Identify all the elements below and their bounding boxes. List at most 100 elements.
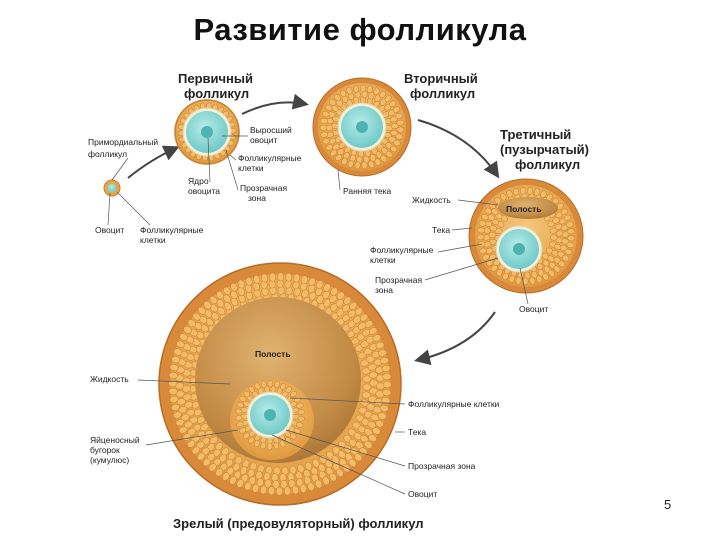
primary-title-2: фолликул [184,86,249,101]
follicular-cell [170,403,180,411]
follicular-cell [216,299,225,308]
follicular-cell [553,265,561,273]
follicular-cell [502,272,509,281]
follicular-cell [320,117,328,124]
follicular-cell [309,291,317,301]
follicular-cell [390,145,398,153]
follicular-cell [484,207,492,215]
follicular-cell [346,86,353,95]
follicular-cell [362,383,372,391]
follicular-cell [322,476,330,486]
follicular-cell [347,309,356,318]
follicular-cell [236,479,244,488]
cumulus-cell [254,440,260,448]
follicular-cell [381,397,391,404]
primary-nucleus-1: Ядро [188,176,209,186]
cumulus-cell [273,442,280,450]
follicular-cell [230,290,238,300]
mature-cavity-label: Полость [255,349,291,359]
mature-oocyte-nucleus [264,409,276,421]
follicular-cell [348,458,357,467]
follicular-cell [395,112,403,120]
follicular-cell [168,371,178,379]
follicular-cell [567,235,576,242]
follicular-cell [513,187,520,196]
follicular-cell [334,93,341,101]
follicular-cell [275,486,283,496]
follicular-cell [533,188,540,196]
primary-grown-oocyte-2: овоцит [250,135,277,145]
cumulus-cell [280,382,286,390]
secondary-follicle [312,77,412,177]
follicular-cell [245,277,253,286]
tertiary-cavity [498,197,558,219]
follicular-cell [222,472,230,481]
tertiary-follicular-1: Фолликулярные [370,245,434,255]
arrow-primordial-to-primary [127,145,180,179]
follicular-cell [494,197,501,205]
follicular-cell [343,296,352,305]
follicular-cell [297,464,305,473]
follicular-cell [300,275,308,285]
primordial-label-line2: фолликул [88,149,127,159]
follicular-cell [168,387,178,395]
follicular-cell [361,161,368,170]
follicular-cell [342,304,350,313]
follicular-cell [175,419,185,427]
cumulus-cell [236,402,244,408]
cumulus-cell [254,382,261,390]
follicular-cell [336,291,345,300]
cumulus-cell [273,380,280,388]
follicular-cell [364,320,374,328]
secondary-theca-label: Ранняя тека [343,186,392,196]
follicular-cell [382,373,392,381]
follicular-cell [489,225,497,232]
mature-cumulus-3: (кумулюс) [90,455,129,465]
follicular-cell [359,313,369,322]
mature-title: Зрелый (предовуляторный) фолликул [173,516,424,531]
cumulus-cell [289,432,297,440]
primary-title-1: Первичный [178,71,253,86]
follicular-cell [335,154,342,162]
follicular-cell [478,220,487,227]
primary-oocyte-nucleus [201,126,213,138]
mature-cumulus-1: Яйценосный [90,435,140,445]
follicular-cell [186,440,196,448]
follicular-cell [337,450,346,459]
primordial-oocyte-label: Овоцит [95,225,124,235]
follicular-cell [305,461,313,471]
primary-zona-2: зона [248,193,266,203]
arrow-secondary-to-tertiary [417,119,500,179]
follicular-cell [547,255,555,263]
follicular-cell [335,299,344,308]
mature-zona-label: Прозрачная зона [408,461,476,471]
follicular-cell [372,427,381,435]
follicular-cell [527,187,533,195]
follicular-cell [209,295,218,305]
follicular-cell [330,287,338,296]
follicular-cell [481,213,489,221]
follicular-cell [354,453,363,462]
follicular-cell [315,479,323,489]
follicular-cell [269,272,277,282]
primary-zona-1: Прозрачная [240,183,287,193]
cumulus-cell [235,415,243,421]
follicular-cell [360,84,366,93]
arrow-primary-to-secondary [241,93,309,115]
follicular-cell [223,294,231,303]
follicular-cell [261,273,269,283]
follicular-cell [329,472,337,482]
mature-theca-label: Тека [408,427,426,437]
follicular-cell [322,138,330,145]
follicular-cell [283,486,291,496]
page-title: Развитие фолликула [193,12,527,47]
cumulus-cell [266,442,273,451]
tertiary-oocyte-label: Овоцит [519,304,548,314]
mature-fluid-label: Жидкость [90,374,129,384]
follicular-cell [368,327,378,335]
follicular-cell [368,160,375,169]
follicular-cell [540,190,547,198]
mature-oocyte-label: Овоцит [408,489,437,499]
primordial-cells-label-2: клетки [140,235,166,245]
